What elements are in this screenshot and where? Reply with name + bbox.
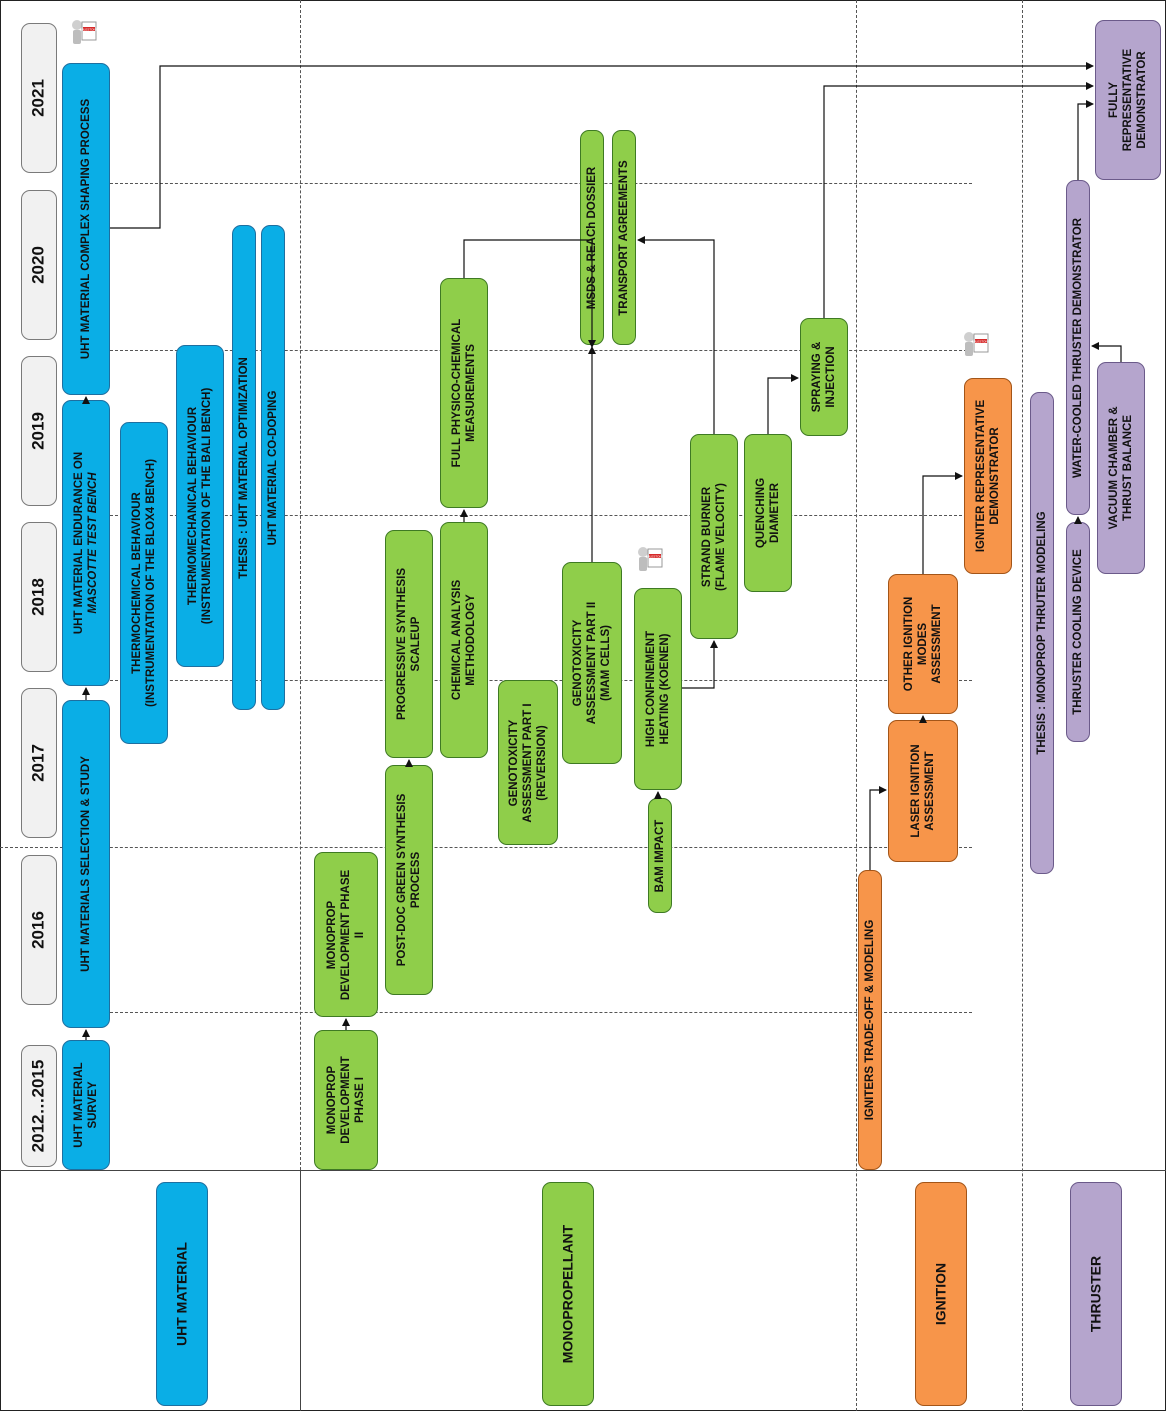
year-header: 2021 xyxy=(21,23,57,173)
year-header: 2020 xyxy=(21,190,57,340)
year-divider xyxy=(110,1012,972,1013)
task-uht-complex-shaping: UHT MATERIAL COMPLEX SHAPING PROCESS xyxy=(62,63,110,395)
task-uht-material-survey: UHT MATERIAL SURVEY xyxy=(62,1040,110,1170)
year-divider xyxy=(110,515,972,516)
milestone-icon: MILESTONE xyxy=(632,545,666,577)
task-high-confinement-heating: HIGH CONFINEMENT HEATING (KOENEN) xyxy=(634,588,682,790)
task-vacuum-chamber-thrust-balance: VACUUM CHAMBER & THRUST BALANCE xyxy=(1097,362,1145,574)
task-post-doc-green-synthesis: POST-DOC GREEN SYNTHESIS PROCESS xyxy=(385,765,433,995)
category-thruster: THRUSTER xyxy=(1070,1182,1122,1406)
milestone-icon: MILESTONE xyxy=(958,330,992,362)
task-transport-agreements: TRANSPORT AGREEMENTS xyxy=(612,130,636,345)
row-boundary xyxy=(300,0,301,1170)
task-full-physico-chemical: FULL PHYSICO-CHEMICAL MEASUREMENTS xyxy=(440,278,488,508)
svg-text:MILESTONE: MILESTONE xyxy=(646,554,663,558)
year-header: 2018 xyxy=(21,522,57,672)
task-strand-burner: STRAND BURNER (FLAME VELOCITY) xyxy=(690,434,738,639)
task-uht-materials-selection: UHT MATERIALS SELECTION & STUDY xyxy=(62,700,110,1028)
task-monoprop-phase-2: MONOPROP DEVELOPMENT PHASE II xyxy=(314,852,378,1017)
task-other-ignition-modes: OTHER IGNITION MODES ASSESSMENT xyxy=(888,574,958,714)
task-uht-endurance: UHT MATERIAL ENDURANCE ON MASCOTTE TEST … xyxy=(62,400,110,686)
row-boundary xyxy=(1022,0,1023,1411)
task-thermomechanical-behaviour: THERMOMECHANICAL BEHAVIOUR (INSTRUMENTAT… xyxy=(176,345,224,667)
task-chemical-analysis-methodology: CHEMICAL ANALYSIS METHODOLOGY xyxy=(440,522,488,758)
task-uht-co-doping: UHT MATERIAL CO-DOPING xyxy=(261,225,285,710)
row-boundary xyxy=(856,0,857,1411)
year-divider xyxy=(110,350,972,351)
category-boundary xyxy=(300,1170,301,1411)
svg-text:MILESTONE: MILESTONE xyxy=(80,27,97,31)
year-header: 2016 xyxy=(21,855,57,1005)
task-msds-reach-dossier: MSDS & REACh DOSSIER xyxy=(580,130,604,345)
task-igniter-representative-demonstrator: IGNITER REPRESENTATIVE DEMONSTRATOR xyxy=(964,378,1012,574)
task-thermochemical-behaviour: THERMOCHEMICAL BEHAVIOUR (INSTRUMENTATIO… xyxy=(120,422,168,744)
task-genotoxicity-part-2: GENOTOXICITY ASSESSMENT PART II (MAM CEL… xyxy=(562,562,622,764)
year-header: 2012…2015 xyxy=(21,1045,57,1167)
task-progressive-synthesis-scaleup: PROGRESSIVE SYNTHESIS SCALEUP xyxy=(385,530,433,758)
task-monoprop-phase-1: MONOPROP DEVELOPMENT PHASE I xyxy=(314,1030,378,1170)
category-monopropellant: MONOPROPELLANT xyxy=(542,1182,594,1406)
year-header: 2017 xyxy=(21,688,57,838)
category-separator-solid xyxy=(0,1170,1166,1171)
task-quenching-diameter: QUENCHING DIAMETER xyxy=(744,434,792,592)
task-bam-impact: BAM IMPACT xyxy=(648,798,672,913)
task-thruster-cooling-device: THRUSTER COOLING DEVICE xyxy=(1066,522,1090,742)
task-thesis-uht-optimization: THESIS : UHT MATERIAL OPTIMIZATION xyxy=(232,225,256,710)
year-header: 2019 xyxy=(21,356,57,506)
category-ignition: IGNITION xyxy=(915,1182,967,1406)
milestone-icon: MILESTONE xyxy=(66,18,100,50)
task-thesis-monoprop-modeling: THESIS : MONOPROP THRUTER MODELING xyxy=(1030,392,1054,874)
task-spraying-injection: SPRAYING & INJECTION xyxy=(800,318,848,436)
year-divider xyxy=(110,183,972,184)
task-genotoxicity-part-1: GENOTOXICITY ASSESSMENT PART I (REVERSIO… xyxy=(498,680,558,845)
task-fully-representative-demonstrator: FULLY REPRESENTATIVE DEMONSTRATOR xyxy=(1095,20,1161,180)
task-laser-ignition: LASER IGNITION ASSESSMENT xyxy=(888,720,958,862)
task-igniters-trade-off: IGNITERS TRADE-OFF & MODELING xyxy=(858,870,882,1170)
task-water-cooled-demonstrator: WATER-COOLED THRUSTER DEMONSTRATOR xyxy=(1066,180,1090,515)
category-uht-material: UHT MATERIAL xyxy=(156,1182,208,1406)
svg-text:MILESTONE: MILESTONE xyxy=(972,339,989,343)
year-divider xyxy=(0,847,972,848)
